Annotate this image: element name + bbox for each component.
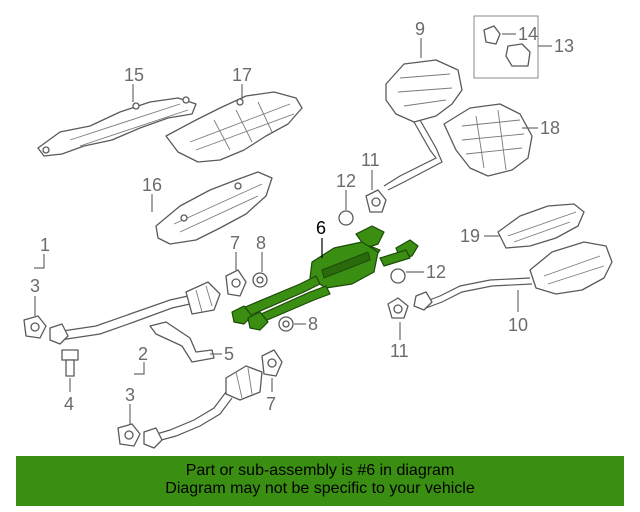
part-15-heat-shield[interactable]	[37, 96, 197, 157]
part-6-center-pipe[interactable]	[231, 225, 419, 331]
part-12-hanger-lower[interactable]	[390, 268, 406, 284]
part-19-heat-shield[interactable]	[497, 203, 585, 249]
callout-8b: 8	[308, 314, 318, 334]
banner-line-2: Diagram may not be specific to your vehi…	[165, 480, 475, 497]
part-9-muffler[interactable]	[383, 59, 463, 191]
callout-7a: 7	[230, 233, 240, 253]
part-4-bolt[interactable]	[61, 349, 79, 377]
part-13-hanger-kit[interactable]	[473, 15, 539, 79]
callout-17: 17	[232, 65, 252, 85]
part-8-nut-upper[interactable]	[252, 272, 268, 288]
callout-14: 14	[518, 24, 538, 44]
banner-line-1: Part or sub-assembly is #6 in diagram	[185, 462, 455, 479]
callout-3a: 3	[30, 276, 40, 296]
part-16-heat-shield[interactable]	[155, 171, 273, 245]
callout-11a: 11	[361, 150, 380, 170]
callout-9: 9	[415, 19, 425, 39]
part-1-front-pipe[interactable]	[49, 281, 221, 345]
part-2-front-pipe[interactable]	[143, 365, 263, 449]
callout-4: 4	[64, 394, 74, 414]
exhaust-diagram: 15 17 16 9 14 13 18	[23, 15, 613, 449]
part-3-gasket-lower[interactable]	[117, 423, 141, 447]
callout-10: 10	[508, 315, 528, 335]
part-12-hanger-upper[interactable]	[338, 210, 354, 226]
callout-2: 2	[138, 344, 148, 364]
callout-12a: 12	[336, 171, 356, 191]
info-banner: Part or sub-assembly is #6 in diagram Di…	[16, 456, 624, 506]
callout-13: 13	[554, 36, 574, 56]
part-18-heat-shield[interactable]	[443, 103, 533, 177]
part-10-rear-muffler[interactable]	[413, 241, 613, 311]
callout-1: 1	[40, 235, 50, 255]
callout-3b: 3	[125, 385, 135, 405]
part-11-gasket-lower[interactable]	[387, 297, 409, 319]
part-7-gasket-lower[interactable]	[261, 349, 283, 377]
part-17-heat-shield[interactable]	[165, 91, 303, 163]
callout-6: 6	[316, 218, 326, 238]
part-8-nut-lower[interactable]	[278, 316, 294, 332]
callout-12b: 12	[426, 262, 446, 282]
callout-19: 19	[460, 226, 480, 246]
callout-7b: 7	[266, 394, 276, 414]
leader-2	[134, 362, 145, 375]
leader-1	[34, 254, 45, 269]
part-3-gasket-upper[interactable]	[23, 315, 47, 339]
part-5-bracket[interactable]	[149, 321, 215, 363]
callout-11b: 11	[390, 341, 409, 361]
part-11-gasket-upper[interactable]	[365, 189, 387, 213]
part-7-gasket-upper[interactable]	[225, 269, 247, 297]
callout-15: 15	[124, 65, 144, 85]
callout-5: 5	[224, 344, 234, 364]
callout-8a: 8	[256, 233, 266, 253]
callout-16: 16	[142, 175, 162, 195]
callout-18: 18	[540, 118, 560, 138]
